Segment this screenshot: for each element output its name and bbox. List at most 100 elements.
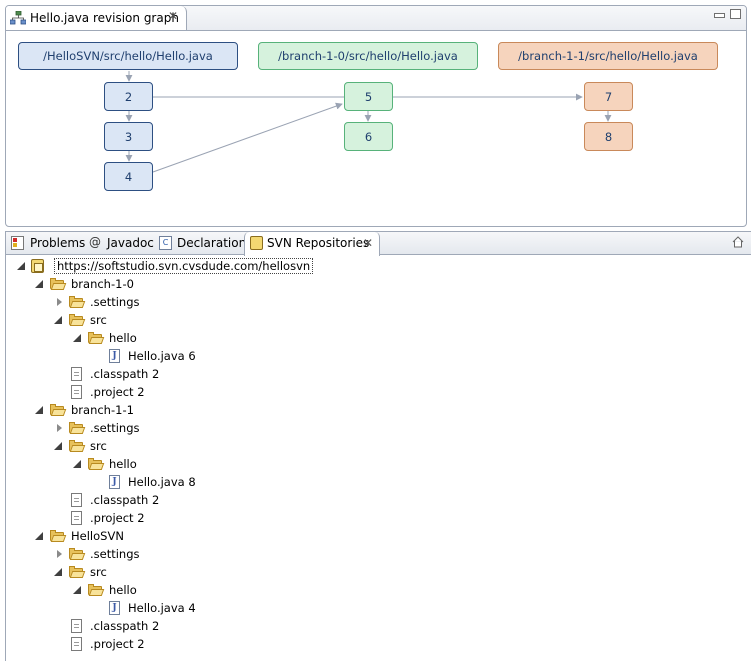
revision-node-6[interactable]: 6 [344,122,393,151]
tree-label: Hello.java 4 [128,601,196,615]
tree-label: .project 2 [90,637,145,651]
view-tab-bar: Problems @ Javadoc C Declaration SVN Rep… [6,231,751,256]
tree-label: .project 2 [90,385,145,399]
svn-repository-tree: https://softstudio.svn.cvsdude.com/hello… [6,255,751,661]
folder-icon [69,296,86,308]
tree-label: branch-1-1 [71,403,134,417]
folder-icon [69,566,86,578]
revision-node-8[interactable]: 8 [584,122,633,151]
tab-javadoc-label: Javadoc [107,236,154,250]
tree-item-file[interactable]: J Hello.java 8 [6,473,751,491]
tree-item-file[interactable]: J Hello.java 6 [6,347,751,365]
tree-item-folder[interactable]: hello [6,581,751,599]
tab-declaration[interactable]: C Declaration [156,232,246,255]
minimize-button[interactable] [714,13,725,18]
branch-path: /branch-1-1/src/hello/Hello.java [518,49,698,63]
folder-icon [50,530,67,542]
tree-label: .classpath 2 [90,493,160,507]
tree-item-branch[interactable]: branch-1-1 [6,401,751,419]
expand-icon[interactable] [57,550,62,558]
problems-icon [11,236,24,250]
tree-label: hello [109,457,137,471]
tree-item-folder[interactable]: .settings [6,545,751,563]
revision-number: 3 [124,129,133,144]
tree-label: src [90,439,107,453]
text-file-icon [71,385,82,399]
tree-item-branch[interactable]: branch-1-0 [6,275,751,293]
folder-icon [50,278,67,290]
tree-item-folder[interactable]: src [6,563,751,581]
tree-item-file[interactable]: .project 2 [6,635,751,653]
tree-item-folder[interactable]: hello [6,455,751,473]
expand-icon[interactable] [54,316,62,324]
java-file-icon: J [109,349,120,363]
expand-icon[interactable] [57,424,62,432]
tree-item-file[interactable]: .project 2 [6,509,751,527]
tree-label: .classpath 2 [90,367,160,381]
expand-icon[interactable] [35,406,43,414]
branch-header-branch-1-0[interactable]: /branch-1-0/src/hello/Hello.java [258,42,478,70]
tree-item-file[interactable]: .classpath 2 [6,491,751,509]
tree-item-folder[interactable]: .settings [6,419,751,437]
text-file-icon [71,367,82,381]
tree-root[interactable]: https://softstudio.svn.cvsdude.com/hello… [6,257,751,275]
tree-item-folder[interactable]: src [6,437,751,455]
expand-icon[interactable] [54,568,62,576]
expand-icon[interactable] [35,532,43,540]
revision-graph-icon [10,11,26,25]
folder-icon [88,458,105,470]
branch-header-trunk[interactable]: /HelloSVN/src/hello/Hello.java [18,42,238,70]
folder-icon [88,584,105,596]
tree-label: hello [109,583,137,597]
tree-item-file[interactable]: J Hello.java 4 [6,599,751,617]
folder-icon [69,314,86,326]
home-icon[interactable] [732,236,744,248]
revision-node-7[interactable]: 7 [584,82,633,111]
revision-number: 5 [364,89,373,104]
tree-item-branch[interactable]: HelloSVN [6,527,751,545]
revision-node-2[interactable]: 2 [104,82,153,111]
tree-label: src [90,313,107,327]
java-file-icon: J [109,475,120,489]
tree-item-folder[interactable]: src [6,311,751,329]
close-icon[interactable]: ✕ [168,9,179,23]
edge [152,102,343,173]
tab-svn-label: SVN Repositories [267,236,370,250]
branch-header-branch-1-1[interactable]: /branch-1-1/src/hello/Hello.java [498,42,718,70]
tree-item-file[interactable]: .classpath 2 [6,617,751,635]
tree-label: .project 2 [90,511,145,525]
tree-item-file[interactable]: .project 2 [6,383,751,401]
tab-javadoc[interactable]: @ Javadoc [86,232,154,255]
expand-icon[interactable] [73,460,81,468]
revision-node-5[interactable]: 5 [344,82,393,111]
tree-label: .settings [90,421,140,435]
close-icon[interactable]: ✕ [363,236,374,250]
revision-node-3[interactable]: 3 [104,122,153,151]
expand-icon[interactable] [54,442,62,450]
revision-graph-editor: Hello.java revision graph ✕ [5,5,747,227]
editor-tab-label: Hello.java revision graph [30,11,179,25]
revision-number: 7 [604,89,613,104]
expand-icon[interactable] [73,586,81,594]
java-file-icon: J [109,601,120,615]
text-file-icon [71,619,82,633]
revision-number: 4 [124,169,133,184]
tab-svn-repositories[interactable]: SVN Repositories ✕ [244,232,380,256]
tree-item-folder[interactable]: hello [6,329,751,347]
tab-problems[interactable]: Problems [8,232,86,255]
tree-item-file[interactable]: .classpath 2 [6,365,751,383]
tab-revision-graph[interactable]: Hello.java revision graph ✕ [6,6,187,30]
expand-icon[interactable] [35,280,43,288]
revision-node-4[interactable]: 4 [104,162,153,191]
maximize-button[interactable] [730,9,741,19]
expand-icon[interactable] [17,262,25,270]
tab-problems-label: Problems [30,236,86,250]
folder-icon [69,422,86,434]
at-sign-icon: @ [89,235,101,249]
expand-icon[interactable] [73,334,81,342]
text-file-icon [71,511,82,525]
expand-icon[interactable] [57,298,62,306]
editor-tab-bar: Hello.java revision graph ✕ [6,6,746,31]
tree-item-folder[interactable]: .settings [6,293,751,311]
svn-repository-icon [250,236,263,250]
